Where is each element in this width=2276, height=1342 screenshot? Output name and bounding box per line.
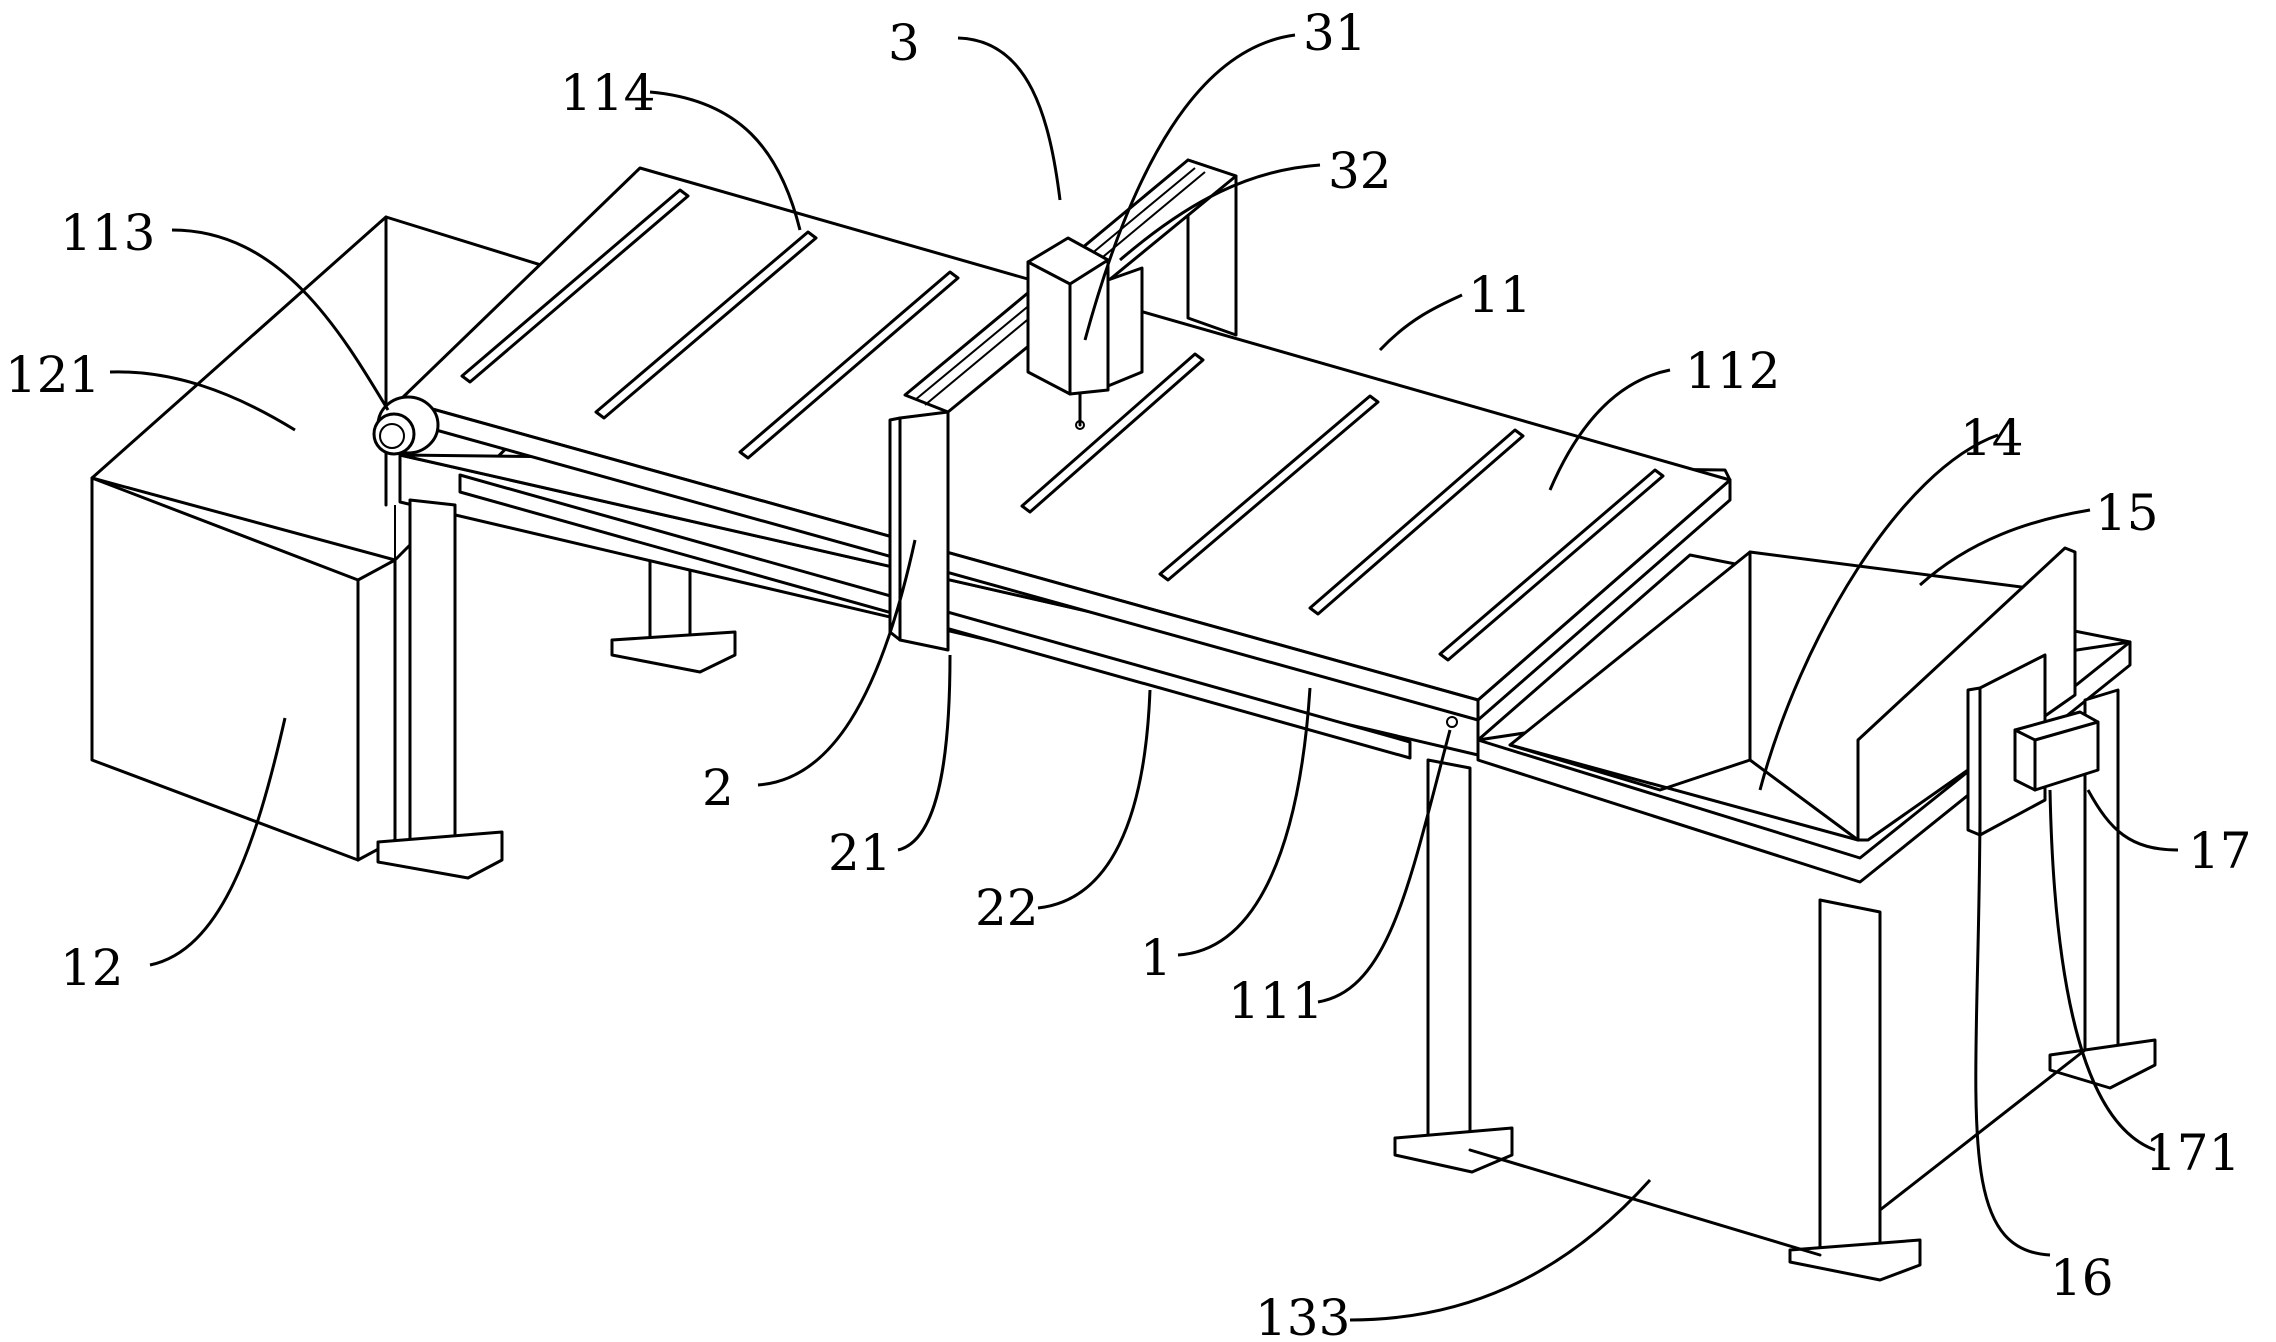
- bin-133: [1468, 1048, 2087, 1257]
- label-12: 12: [60, 939, 124, 997]
- label-1: 1: [1140, 929, 1172, 987]
- right-legs: [1393, 688, 2157, 1282]
- label-32: 32: [1328, 142, 1392, 200]
- leader-lines: [109, 33, 2179, 1322]
- front-left-leg: [376, 498, 504, 880]
- belt-bars-114: [460, 188, 1665, 662]
- label-16: 16: [2050, 1249, 2114, 1307]
- label-3: 3: [888, 14, 920, 72]
- hole-111: [1446, 716, 1458, 728]
- label-31: 31: [1303, 4, 1367, 62]
- label-133: 133: [1255, 1289, 1350, 1342]
- cutting-head-31: [1026, 236, 1110, 430]
- label-11: 11: [1468, 266, 1532, 324]
- label-171: 171: [2145, 1124, 2240, 1182]
- label-113: 113: [60, 204, 155, 262]
- labels: 3 31 32 114 113 121 11 112 14 15 17 171 …: [5, 4, 2252, 1342]
- label-14: 14: [1960, 409, 2024, 467]
- label-2: 2: [702, 759, 734, 817]
- label-112: 112: [1685, 342, 1780, 400]
- label-121: 121: [5, 346, 100, 404]
- label-111: 111: [1228, 972, 1323, 1030]
- label-21: 21: [828, 824, 892, 882]
- label-114: 114: [560, 64, 655, 122]
- drive-roller-113: [372, 395, 440, 456]
- label-17: 17: [2188, 822, 2252, 880]
- motor-17: [2013, 710, 2100, 792]
- label-22: 22: [975, 879, 1039, 937]
- label-15: 15: [2095, 484, 2159, 542]
- gantry-2: [888, 158, 1238, 652]
- motor-box-32: [1106, 266, 1144, 388]
